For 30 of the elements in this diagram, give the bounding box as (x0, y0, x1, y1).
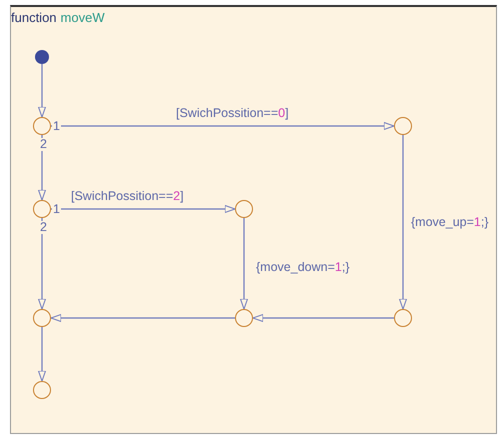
junction-circle (235, 309, 253, 327)
junction-circle (394, 117, 412, 135)
junction-circle (33, 309, 51, 327)
priority-number: 1 (52, 203, 61, 216)
edge-label: {move_up=1;} (411, 215, 489, 229)
junction-circle (33, 381, 51, 399)
priority-number: 2 (39, 221, 48, 234)
transition-arrow (51, 122, 394, 130)
transition-arrow (240, 218, 248, 310)
transition-arrow (51, 205, 236, 213)
function-frame (10, 5, 497, 434)
edge-label: [SwichPossition==0] (176, 106, 289, 120)
junction-circle (394, 309, 412, 327)
transition-arrow (399, 135, 407, 310)
transition-arrow (38, 135, 46, 200)
edge-label: [SwichPossition==2] (71, 189, 184, 203)
keyword-text: function (11, 10, 57, 25)
transition-arrow (252, 314, 394, 322)
junction-circle (33, 200, 51, 218)
transition-arrow (38, 218, 46, 310)
default-transition-dot (35, 50, 49, 64)
junction-circle (33, 117, 51, 135)
transition-arrow (38, 327, 46, 382)
priority-number: 1 (52, 120, 61, 133)
function-name: moveW (60, 10, 105, 25)
transition-arrow (38, 64, 46, 118)
edge-label: {move_down=1;} (256, 260, 350, 274)
junction-circle (235, 200, 253, 218)
transition-arrow (50, 314, 235, 322)
priority-number: 2 (39, 138, 48, 151)
